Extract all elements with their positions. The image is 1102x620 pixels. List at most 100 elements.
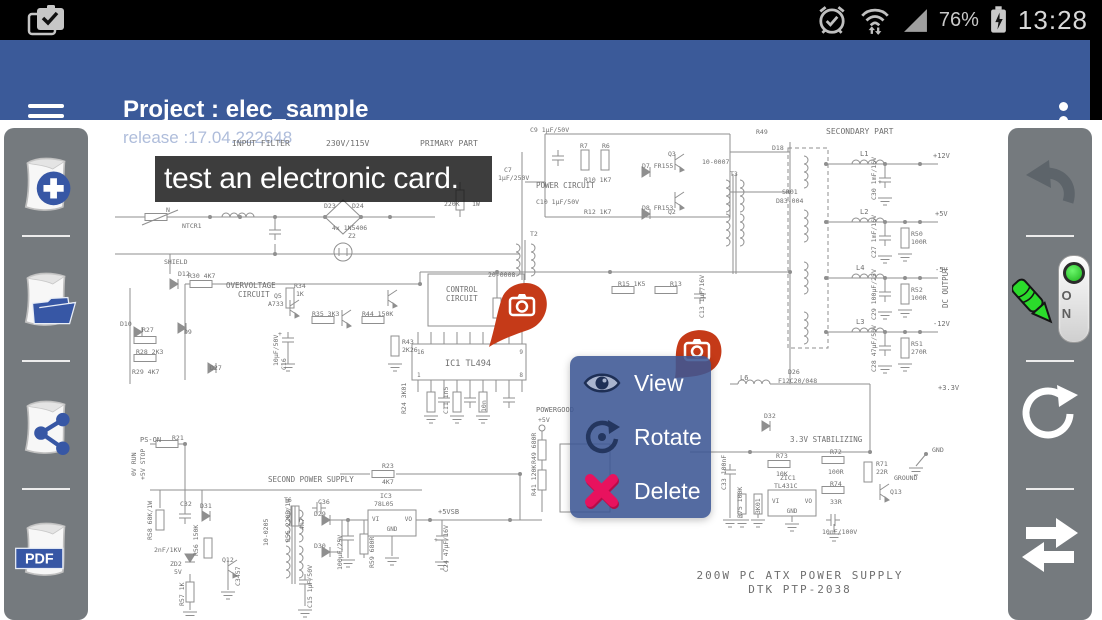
clock: 13:28	[1017, 4, 1088, 35]
svg-text:NTCR1: NTCR1	[182, 222, 202, 230]
right-toolbar: ON	[1008, 128, 1092, 620]
svg-text:+: +	[278, 330, 282, 338]
export-pdf-icon[interactable]: PDF	[14, 518, 78, 582]
svg-text:R49: R49	[756, 128, 768, 136]
svg-text:L2: L2	[860, 208, 868, 216]
swap-icon[interactable]	[1018, 513, 1082, 577]
svg-text:+5V: +5V	[935, 210, 948, 218]
status-bar: 76% 13:28	[0, 0, 1102, 40]
svg-text:R12 1K7: R12 1K7	[584, 208, 611, 216]
svg-text:PRIMARY PART: PRIMARY PART	[420, 139, 478, 148]
svg-text:4K7: 4K7	[382, 478, 394, 486]
clipboard-check-icon	[26, 4, 70, 43]
left-toolbar: PDF	[4, 128, 88, 620]
rotate-icon[interactable]	[1018, 383, 1082, 447]
pen-icon[interactable]	[1012, 268, 1056, 338]
photo-marker[interactable]	[482, 276, 548, 350]
menu-item-delete[interactable]: Delete	[570, 464, 711, 518]
svg-text:L1: L1	[860, 150, 868, 158]
undo-icon[interactable]	[1018, 150, 1082, 214]
battery-charging-icon	[991, 6, 1006, 33]
svg-text:GROUND: GROUND	[894, 474, 918, 482]
svg-text:D32: D32	[764, 412, 776, 420]
svg-text:VO: VO	[405, 516, 413, 523]
svg-text:R43: R43	[402, 338, 414, 346]
svg-text:D29: D29	[314, 510, 326, 518]
svg-text:L4: L4	[856, 264, 864, 272]
svg-text:ZIC1: ZIC1	[780, 474, 796, 482]
svg-text:230V/115V: 230V/115V	[326, 139, 370, 148]
svg-text:R7: R7	[580, 142, 588, 150]
svg-text:T6: T6	[284, 496, 292, 504]
svg-text:+5V: +5V	[538, 416, 550, 424]
svg-text:R74: R74	[830, 480, 842, 488]
text-annotation[interactable]: test an electronic card.	[155, 156, 492, 202]
svg-text:R15 1K5: R15 1K5	[618, 280, 645, 288]
svg-text:PS-ON: PS-ON	[140, 436, 161, 444]
svg-text:C3457: C3457	[234, 566, 242, 586]
svg-text:Q12: Q12	[222, 556, 234, 564]
menu-hamburger-icon[interactable]	[28, 104, 64, 128]
svg-text:4n7: 4n7	[298, 518, 306, 530]
toggle-label: ON	[1059, 288, 1074, 324]
svg-text:C16: C16	[280, 358, 288, 370]
svg-text:R29 4K7: R29 4K7	[132, 368, 159, 376]
menu-item-label: Delete	[634, 477, 701, 504]
svg-text:VO: VO	[805, 498, 813, 505]
svg-text:C36: C36	[318, 498, 330, 506]
svg-text:R56 150K: R56 150K	[192, 525, 200, 556]
new-document-icon[interactable]	[14, 153, 78, 217]
svg-text:1: 1	[417, 372, 421, 379]
signal-strength-icon	[903, 8, 927, 32]
open-document-icon[interactable]	[14, 268, 78, 332]
svg-text:SECONDARY PART: SECONDARY PART	[826, 127, 894, 136]
svg-text:C9 1µF/50V: C9 1µF/50V	[530, 126, 569, 134]
svg-text:Q13: Q13	[890, 488, 902, 496]
svg-text:D30: D30	[314, 542, 326, 550]
svg-text:D18: D18	[772, 144, 784, 152]
svg-text:R57 1K: R57 1K	[178, 582, 186, 606]
pdf-label: PDF	[25, 551, 54, 567]
svg-text:R6: R6	[602, 142, 610, 150]
toolbar-divider	[22, 360, 70, 362]
menu-item-view[interactable]: View	[570, 356, 711, 410]
svg-text:R59 680R: R59 680R	[368, 537, 376, 568]
svg-text:IC1 TL494: IC1 TL494	[445, 359, 491, 369]
share-document-icon[interactable]	[14, 396, 78, 460]
svg-text:78L05: 78L05	[374, 500, 394, 508]
svg-text:C32: C32	[180, 500, 192, 508]
svg-text:16: 16	[417, 349, 425, 356]
svg-text:CIRCUIT: CIRCUIT	[238, 290, 270, 299]
svg-text:D23: D23	[324, 202, 336, 210]
svg-text:ZD2: ZD2	[170, 560, 182, 568]
svg-text:D10: D10	[120, 320, 132, 328]
svg-text:100R: 100R	[911, 294, 927, 302]
svg-text:22R: 22R	[876, 468, 888, 476]
page-title: Project : elec_sample	[123, 96, 369, 123]
svg-text:R52: R52	[911, 286, 923, 294]
alarm-check-icon	[819, 6, 845, 34]
svg-text:R72: R72	[830, 448, 842, 456]
svg-text:10n: 10n	[480, 400, 488, 412]
toolbar-divider	[22, 235, 70, 237]
svg-text:Q2: Q2	[668, 208, 676, 216]
svg-text:L3: L3	[856, 318, 864, 326]
svg-text:POWERGOOD: POWERGOOD	[536, 406, 574, 414]
svg-text:D27: D27	[210, 364, 222, 372]
svg-text:C30 1mF/16V: C30 1mF/16V	[870, 157, 878, 200]
svg-text:-5V: -5V	[935, 266, 948, 274]
svg-text:C28 47µF/50V: C28 47µF/50V	[870, 325, 878, 372]
svg-text:Q5: Q5	[274, 292, 282, 300]
svg-text:20-0008: 20-0008	[488, 271, 515, 279]
svg-text:+5V STOP: +5V STOP	[139, 449, 147, 480]
pen-on-toggle[interactable]: ON	[1058, 255, 1090, 343]
menu-item-rotate[interactable]: Rotate	[570, 410, 711, 464]
menu-item-label: Rotate	[634, 423, 702, 450]
svg-text:R51: R51	[911, 340, 923, 348]
svg-text:10µF/50V: 10µF/50V	[272, 335, 280, 366]
toolbar-divider	[22, 488, 70, 490]
svg-text:Z2: Z2	[348, 232, 356, 240]
svg-text:C10 1µF/50V: C10 1µF/50V	[536, 198, 579, 206]
svg-text:+: +	[338, 536, 342, 544]
